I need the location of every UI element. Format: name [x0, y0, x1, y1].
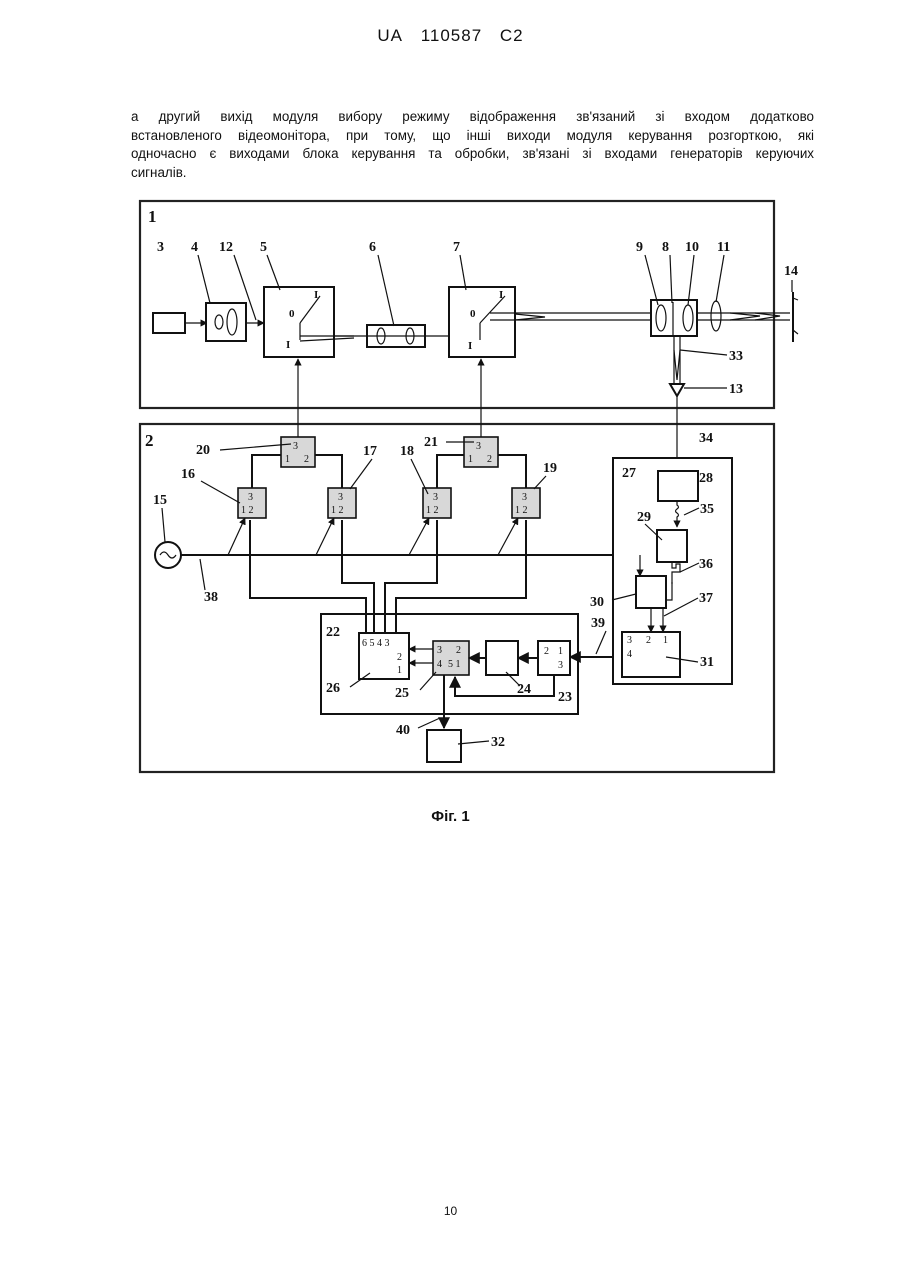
svg-text:0: 0	[289, 308, 295, 320]
svg-text:3: 3	[476, 441, 481, 452]
label-block-2: 2	[145, 431, 154, 450]
label-36: 36	[699, 557, 713, 572]
label-13: 13	[729, 382, 743, 397]
filter-29	[657, 530, 687, 562]
svg-text:3: 3	[248, 492, 253, 503]
svg-text:3: 3	[433, 492, 438, 503]
label-28: 28	[699, 471, 713, 486]
label-5: 5	[260, 240, 267, 255]
svg-text:3: 3	[293, 441, 298, 452]
svg-text:2: 2	[397, 652, 402, 663]
label-20: 20	[196, 443, 210, 458]
label-11: 11	[717, 240, 730, 255]
label-12: 12	[219, 240, 233, 255]
svg-text:3: 3	[522, 492, 527, 503]
svg-text:3: 3	[338, 492, 343, 503]
label-32: 32	[491, 735, 505, 750]
label-4: 4	[191, 240, 198, 255]
label-8: 8	[662, 240, 669, 255]
label-7: 7	[453, 240, 460, 255]
svg-text:2: 2	[304, 454, 309, 465]
svg-text:4: 4	[627, 649, 632, 660]
label-17: 17	[363, 444, 377, 459]
label-35: 35	[700, 502, 714, 517]
svg-text:0: 0	[470, 308, 476, 320]
page-number: 10	[0, 1204, 901, 1218]
svg-text:1 2: 1 2	[241, 505, 254, 516]
monitor-32	[427, 730, 461, 762]
deflector-5	[264, 287, 334, 357]
svg-text:1 2: 1 2	[515, 505, 528, 516]
lens-11	[711, 301, 721, 331]
svg-text:1: 1	[663, 635, 668, 646]
label-27: 27	[622, 466, 636, 481]
label-26: 26	[326, 681, 340, 696]
label-19: 19	[543, 461, 557, 476]
photodetector-13	[670, 384, 684, 396]
memory-24	[486, 641, 518, 675]
label-22: 22	[326, 625, 340, 640]
label-39: 39	[591, 616, 605, 631]
label-23: 23	[558, 690, 572, 705]
label-block-1: 1	[148, 207, 157, 226]
label-38: 38	[204, 590, 218, 605]
light-source-3	[153, 313, 185, 333]
svg-text:2: 2	[456, 645, 461, 656]
label-37: 37	[699, 591, 713, 606]
label-14: 14	[784, 264, 798, 279]
amplifier-28	[658, 471, 698, 501]
svg-text:3: 3	[627, 635, 632, 646]
svg-text:I: I	[286, 339, 290, 351]
svg-text:1: 1	[558, 646, 563, 657]
label-40: 40	[396, 723, 410, 738]
figure-caption: Фіг. 1	[0, 808, 901, 825]
svg-text:I: I	[468, 340, 472, 352]
label-18: 18	[400, 444, 414, 459]
svg-text:1: 1	[468, 454, 473, 465]
svg-text:3: 3	[437, 645, 442, 656]
svg-text:5 1: 5 1	[448, 659, 461, 670]
svg-text:1 2: 1 2	[331, 505, 344, 516]
label-33: 33	[729, 349, 743, 364]
label-29: 29	[637, 510, 651, 525]
label-9: 9	[636, 240, 643, 255]
label-15: 15	[153, 493, 167, 508]
svg-text:1 2: 1 2	[426, 505, 439, 516]
svg-text:6 5 4 3: 6 5 4 3	[362, 638, 390, 649]
svg-text:1: 1	[285, 454, 290, 465]
label-30: 30	[590, 595, 604, 610]
lens-unit-4	[206, 303, 246, 341]
converter-30	[636, 576, 666, 608]
label-34: 34	[699, 431, 713, 446]
svg-text:2: 2	[544, 646, 549, 657]
svg-text:2: 2	[487, 454, 492, 465]
label-10: 10	[685, 240, 699, 255]
deflector-7	[449, 287, 515, 357]
interface-23	[538, 641, 570, 675]
label-6: 6	[369, 240, 376, 255]
label-21: 21	[424, 435, 438, 450]
label-25: 25	[395, 686, 409, 701]
svg-text:2: 2	[646, 635, 651, 646]
svg-text:1: 1	[397, 665, 402, 676]
label-16: 16	[181, 467, 195, 482]
svg-text:4: 4	[437, 659, 442, 670]
label-3: 3	[157, 240, 164, 255]
label-24: 24	[517, 682, 531, 697]
svg-text:3: 3	[558, 660, 563, 671]
label-31: 31	[700, 655, 714, 670]
